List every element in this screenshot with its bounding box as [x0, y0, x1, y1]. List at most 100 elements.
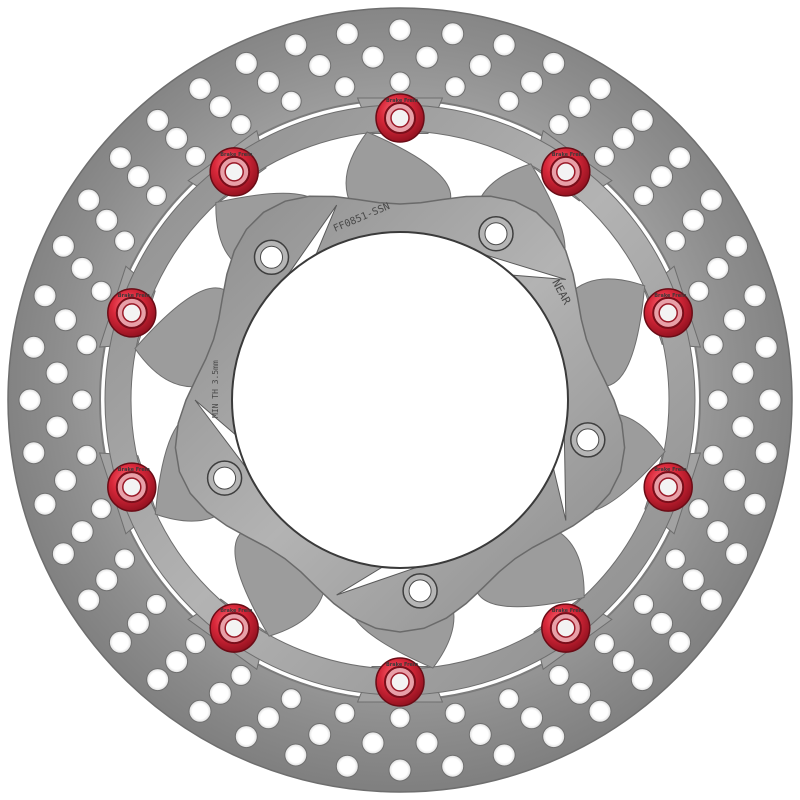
drilled-hole [95, 208, 119, 232]
drilled-hole [230, 664, 252, 686]
drilled-hole [441, 754, 465, 778]
drilled-hole [681, 208, 705, 232]
drilled-hole [650, 611, 674, 635]
drilled-hole [668, 146, 692, 170]
drilled-hole [611, 650, 635, 674]
drilled-hole [188, 77, 212, 101]
drilled-holes [18, 18, 782, 782]
drilled-hole [388, 758, 412, 782]
drilled-hole [33, 492, 57, 516]
drilled-hole [280, 90, 302, 112]
bobbin-center [556, 162, 576, 182]
drilled-hole [650, 165, 674, 189]
drilled-hole [702, 334, 724, 356]
bobbin-label: Brake Frein [654, 293, 687, 299]
drilled-hole [126, 611, 150, 635]
bobbin: Brake Frein [643, 462, 693, 512]
drilled-hole [743, 492, 767, 516]
bobbin-label: Brake Frein [552, 152, 585, 158]
drilled-hole [743, 284, 767, 308]
drilled-hole [95, 568, 119, 592]
drilled-hole [415, 731, 439, 755]
drilled-hole [90, 280, 112, 302]
drilled-hole [284, 33, 308, 57]
drilled-hole [54, 308, 77, 332]
drilled-hole [90, 498, 112, 520]
drilled-hole [707, 389, 729, 411]
drilled-hole [54, 468, 77, 492]
bobbin-center [658, 477, 678, 497]
drilled-hole [165, 126, 189, 150]
bobbin-center [658, 303, 678, 323]
bobbin-center [122, 303, 142, 323]
drilled-hole [234, 725, 258, 749]
drilled-hole [548, 114, 570, 136]
drilled-hole [542, 51, 566, 75]
drilled-hole [699, 188, 723, 212]
drilled-hole [668, 630, 692, 654]
mount-hole [213, 466, 237, 490]
drilled-hole [468, 723, 492, 746]
spec-text: MIN TH 3.5mm [211, 360, 220, 418]
drilled-hole [731, 361, 755, 385]
center-bore [231, 231, 569, 569]
bobbin-label: Brake Frein [386, 98, 419, 104]
drilled-hole [630, 668, 654, 692]
drilled-hole [588, 77, 612, 101]
bobbin-center [390, 672, 410, 692]
drilled-hole [145, 185, 167, 207]
mount-hole [576, 428, 600, 452]
drilled-hole [754, 335, 778, 359]
bobbin-label: Brake Frein [654, 467, 687, 473]
drilled-hole [146, 668, 170, 692]
drilled-hole [415, 45, 439, 69]
drilled-hole [588, 699, 612, 723]
drilled-hole [520, 706, 544, 730]
drilled-hole [334, 76, 356, 98]
drilled-hole [256, 70, 280, 94]
drilled-hole [706, 520, 730, 544]
mount-hole [408, 579, 432, 603]
bobbin-center [390, 108, 410, 128]
drilled-hole [542, 725, 566, 749]
drilled-hole [725, 234, 749, 258]
drilled-hole [284, 743, 308, 767]
bobbin: Brake Frein [541, 147, 591, 197]
drilled-hole [492, 743, 516, 767]
drilled-hole [22, 441, 46, 465]
drilled-hole [146, 108, 170, 132]
drilled-hole [699, 588, 723, 612]
drilled-hole [256, 706, 280, 730]
drilled-hole [681, 568, 705, 592]
drilled-hole [388, 18, 412, 42]
drilled-hole [389, 707, 411, 729]
drilled-hole [335, 22, 359, 46]
drilled-hole [45, 361, 69, 385]
drilled-hole [334, 702, 356, 724]
bobbin-label: Brake Frein [220, 152, 253, 158]
drilled-hole [568, 95, 592, 119]
drilled-hole [664, 230, 686, 252]
drilled-hole [18, 388, 42, 412]
drilled-hole [444, 702, 466, 724]
drilled-hole [22, 335, 46, 359]
drilled-hole [208, 95, 232, 119]
drilled-hole [688, 280, 710, 302]
drilled-hole [444, 76, 466, 98]
drilled-hole [308, 54, 332, 77]
drilled-hole [633, 593, 655, 615]
drilled-hole [188, 699, 212, 723]
drilled-hole [520, 70, 544, 94]
drilled-hole [185, 633, 207, 655]
drilled-hole [630, 108, 654, 132]
drilled-hole [723, 308, 746, 332]
bobbin: Brake Frein [541, 603, 591, 653]
bobbin-label: Brake Frein [118, 467, 151, 473]
drilled-hole [234, 51, 258, 75]
mount-hole [484, 222, 508, 246]
drilled-hole [208, 681, 232, 705]
drilled-hole [723, 468, 746, 492]
drilled-hole [185, 145, 207, 167]
